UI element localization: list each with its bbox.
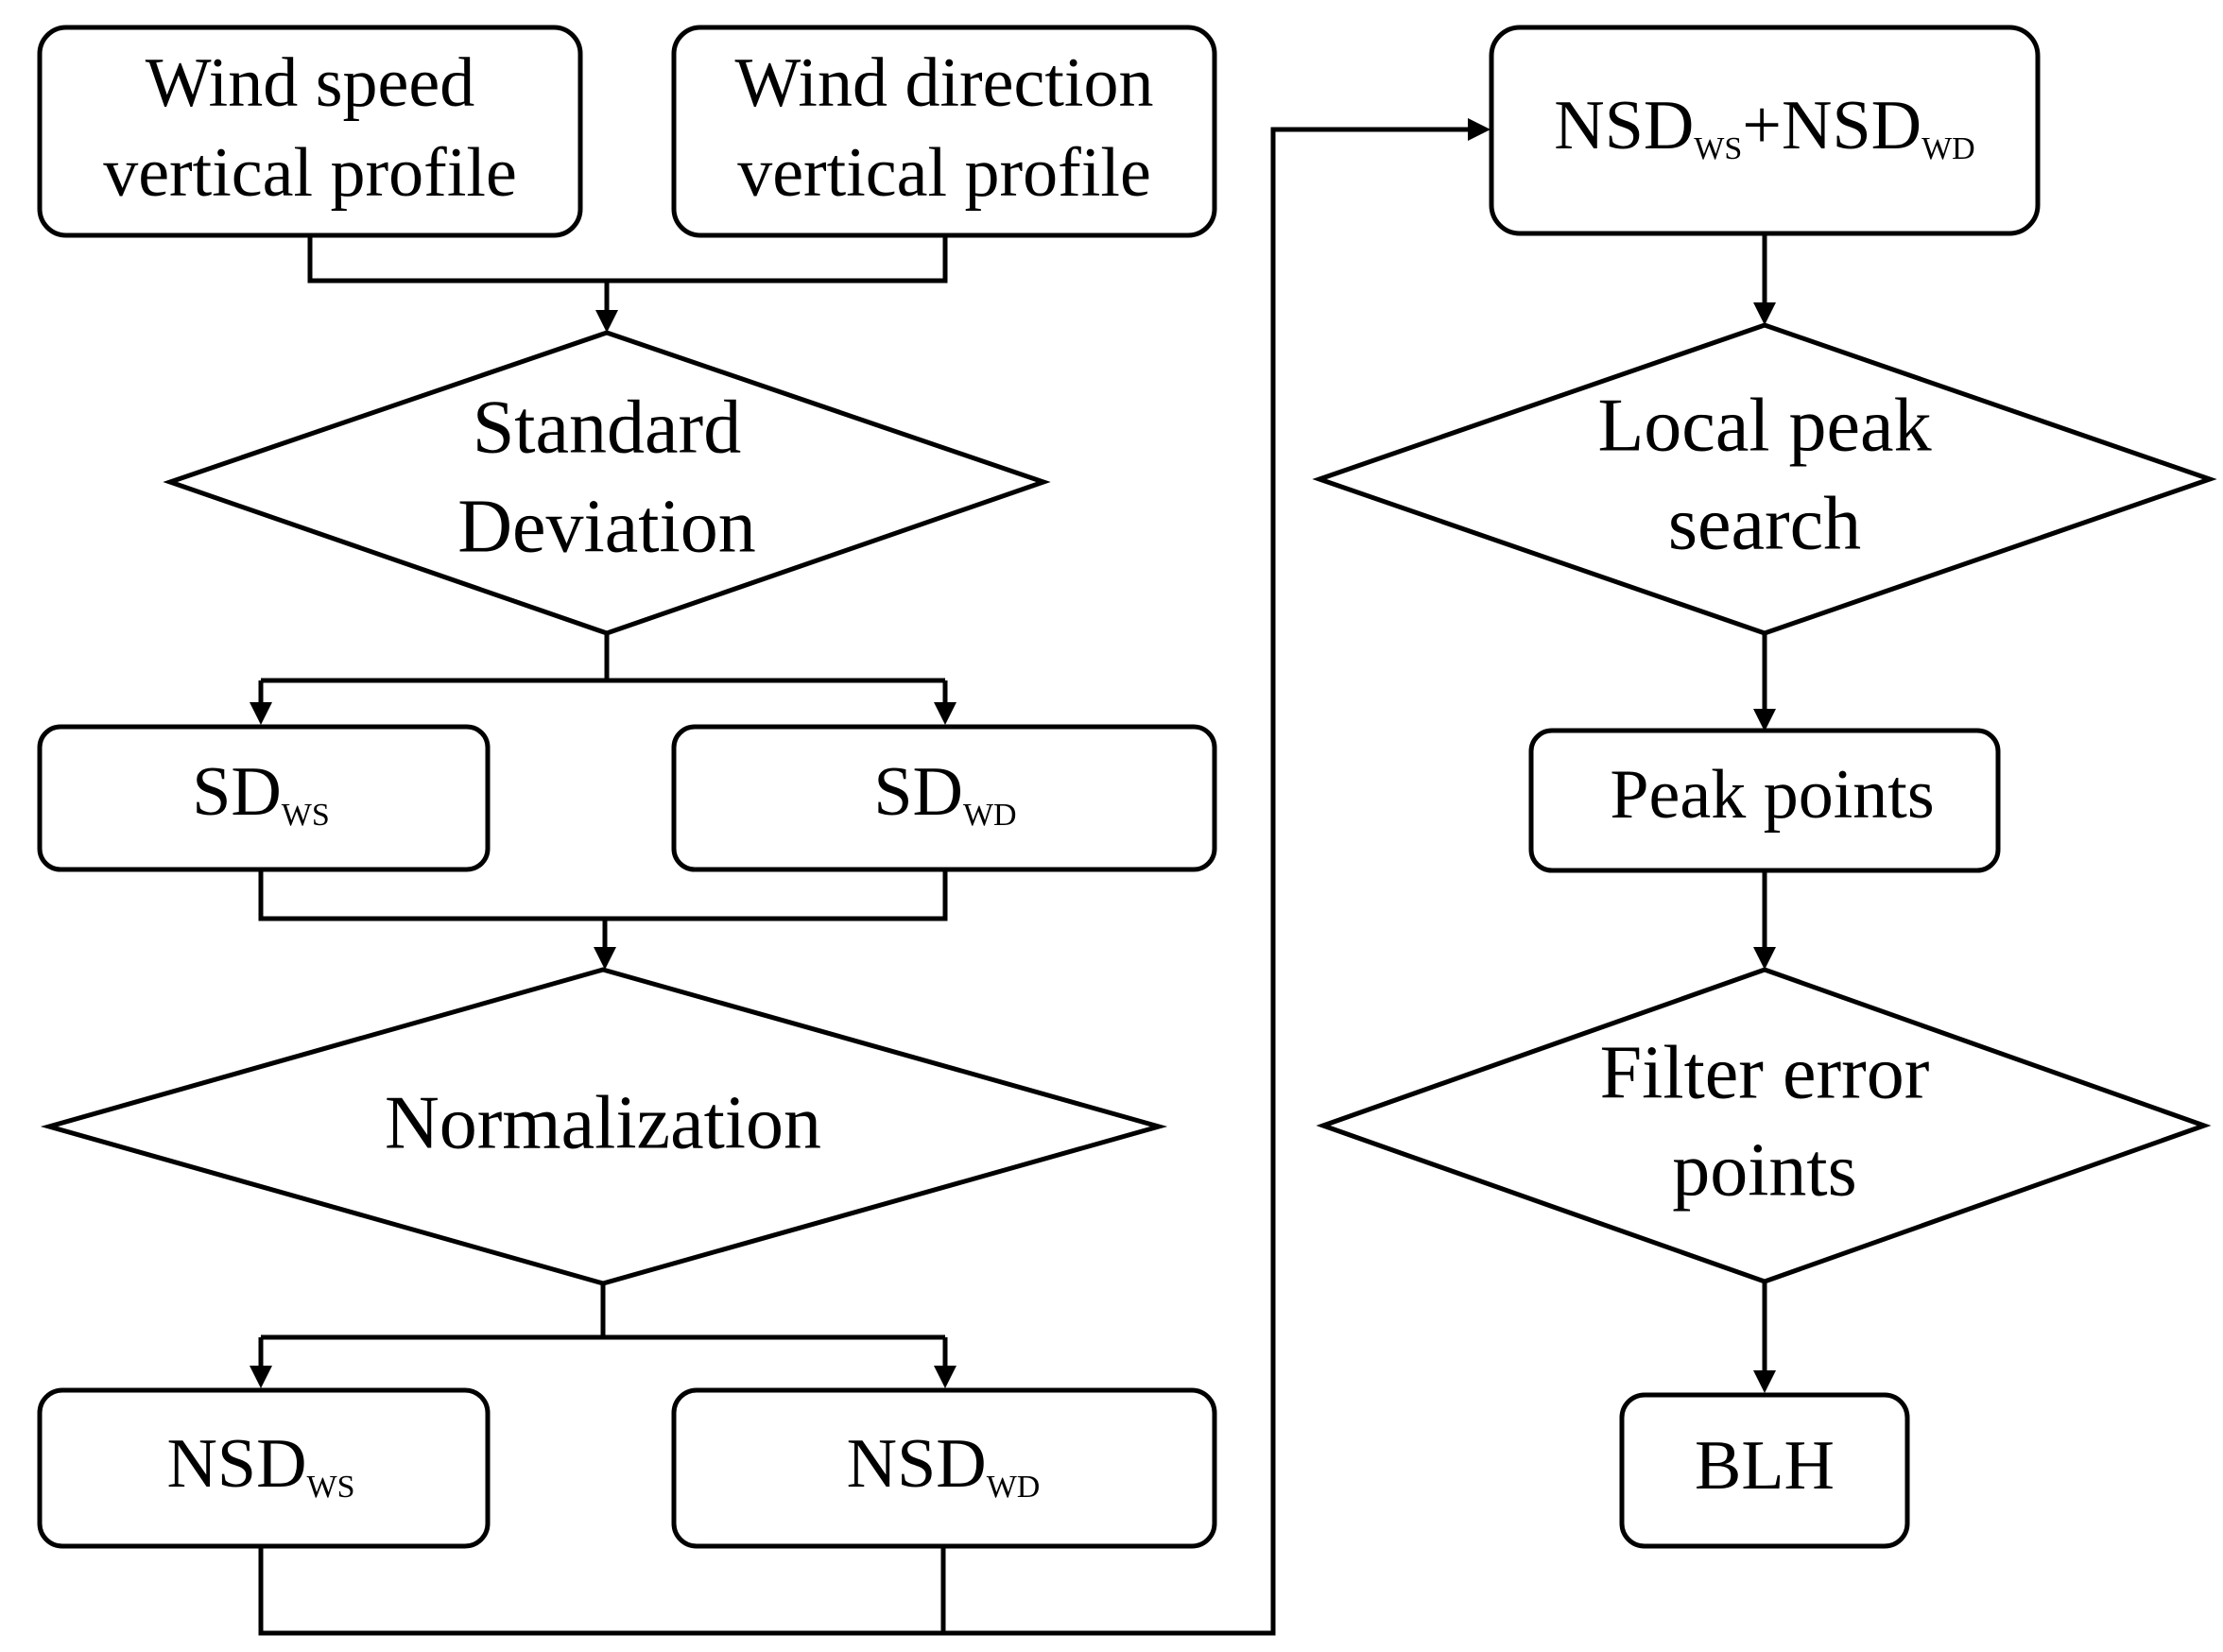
edge-sds-to-normalization [258, 871, 948, 921]
arrowhead [1753, 1370, 1776, 1393]
node-wind-speed-profile: Wind speed vertical profile [37, 25, 583, 238]
node-sd-wd: SDWD [671, 724, 1217, 872]
edge-normalization-split [258, 1283, 948, 1368]
arrowhead [934, 702, 956, 725]
label-base: SD [873, 753, 963, 831]
node-filter-error-points: Filter error points [1316, 967, 2212, 1284]
node-standard-deviation: Standard Deviation [163, 330, 1051, 636]
arrowhead [250, 702, 272, 725]
node-blh: BLH [1619, 1392, 1910, 1549]
node-peak-points: Peak points [1528, 728, 2001, 873]
node-label: Wind direction [735, 44, 1154, 122]
label-subscript: WD [1921, 131, 1975, 166]
label-base: NSD [847, 1425, 987, 1503]
node-label: Local peak [1597, 384, 1931, 467]
arrowhead [1468, 118, 1491, 141]
arrowhead [595, 310, 618, 333]
node-label: vertical profile [103, 134, 517, 212]
edge-std-dev-split [258, 633, 948, 704]
label-base: SD [192, 753, 282, 831]
label-subscript: WS [1694, 131, 1742, 166]
label-plus: + [1742, 87, 1782, 164]
node-nsd-ws: NSDWS [37, 1387, 491, 1549]
connectors [250, 118, 1776, 1636]
node-sd-ws: SDWS [37, 724, 491, 872]
label-subscript: WD [987, 1470, 1041, 1505]
node-wind-direction-profile: Wind direction vertical profile [671, 25, 1217, 238]
node-label: Filter error [1600, 1031, 1930, 1114]
node-nsd-wd: NSDWD [671, 1387, 1217, 1549]
node-label: NSDWD [847, 1425, 1041, 1505]
node-label: points [1672, 1128, 1857, 1212]
node-label: Normalization [385, 1081, 821, 1164]
edge-nsds-to-sum [258, 127, 1470, 1636]
label-subscript: WS [307, 1470, 355, 1505]
edge-profiles-to-std-dev [307, 236, 948, 284]
label-subscript: WD [963, 798, 1017, 833]
node-label: vertical profile [737, 134, 1151, 212]
node-normalization: Normalization [40, 967, 1168, 1286]
arrowhead [1753, 302, 1776, 325]
label-base: NSD [1782, 87, 1921, 164]
node-label: Standard [473, 386, 741, 469]
node-label: Deviation [457, 485, 755, 568]
node-label: NSDWS [166, 1425, 354, 1505]
node-local-peak-search: Local peak search [1312, 322, 2217, 636]
label-base: NSD [1554, 87, 1694, 164]
node-label: SDWS [192, 753, 330, 833]
node-label: Peak points [1610, 756, 1934, 834]
node-label: search [1668, 482, 1861, 565]
arrowhead [934, 1366, 956, 1388]
arrowhead [594, 947, 616, 970]
label-base: NSD [166, 1425, 306, 1503]
node-nsd-sum: NSDWS+NSDWD [1489, 25, 2041, 236]
arrowhead [250, 1366, 272, 1388]
node-label: Wind speed [146, 44, 474, 122]
arrowhead [1753, 947, 1776, 970]
label-subscript: WS [282, 798, 330, 833]
node-label: NSDWS+NSDWD [1554, 87, 1974, 166]
node-label: SDWD [873, 753, 1016, 833]
node-label: BLH [1695, 1427, 1835, 1505]
arrowhead [1753, 709, 1776, 731]
